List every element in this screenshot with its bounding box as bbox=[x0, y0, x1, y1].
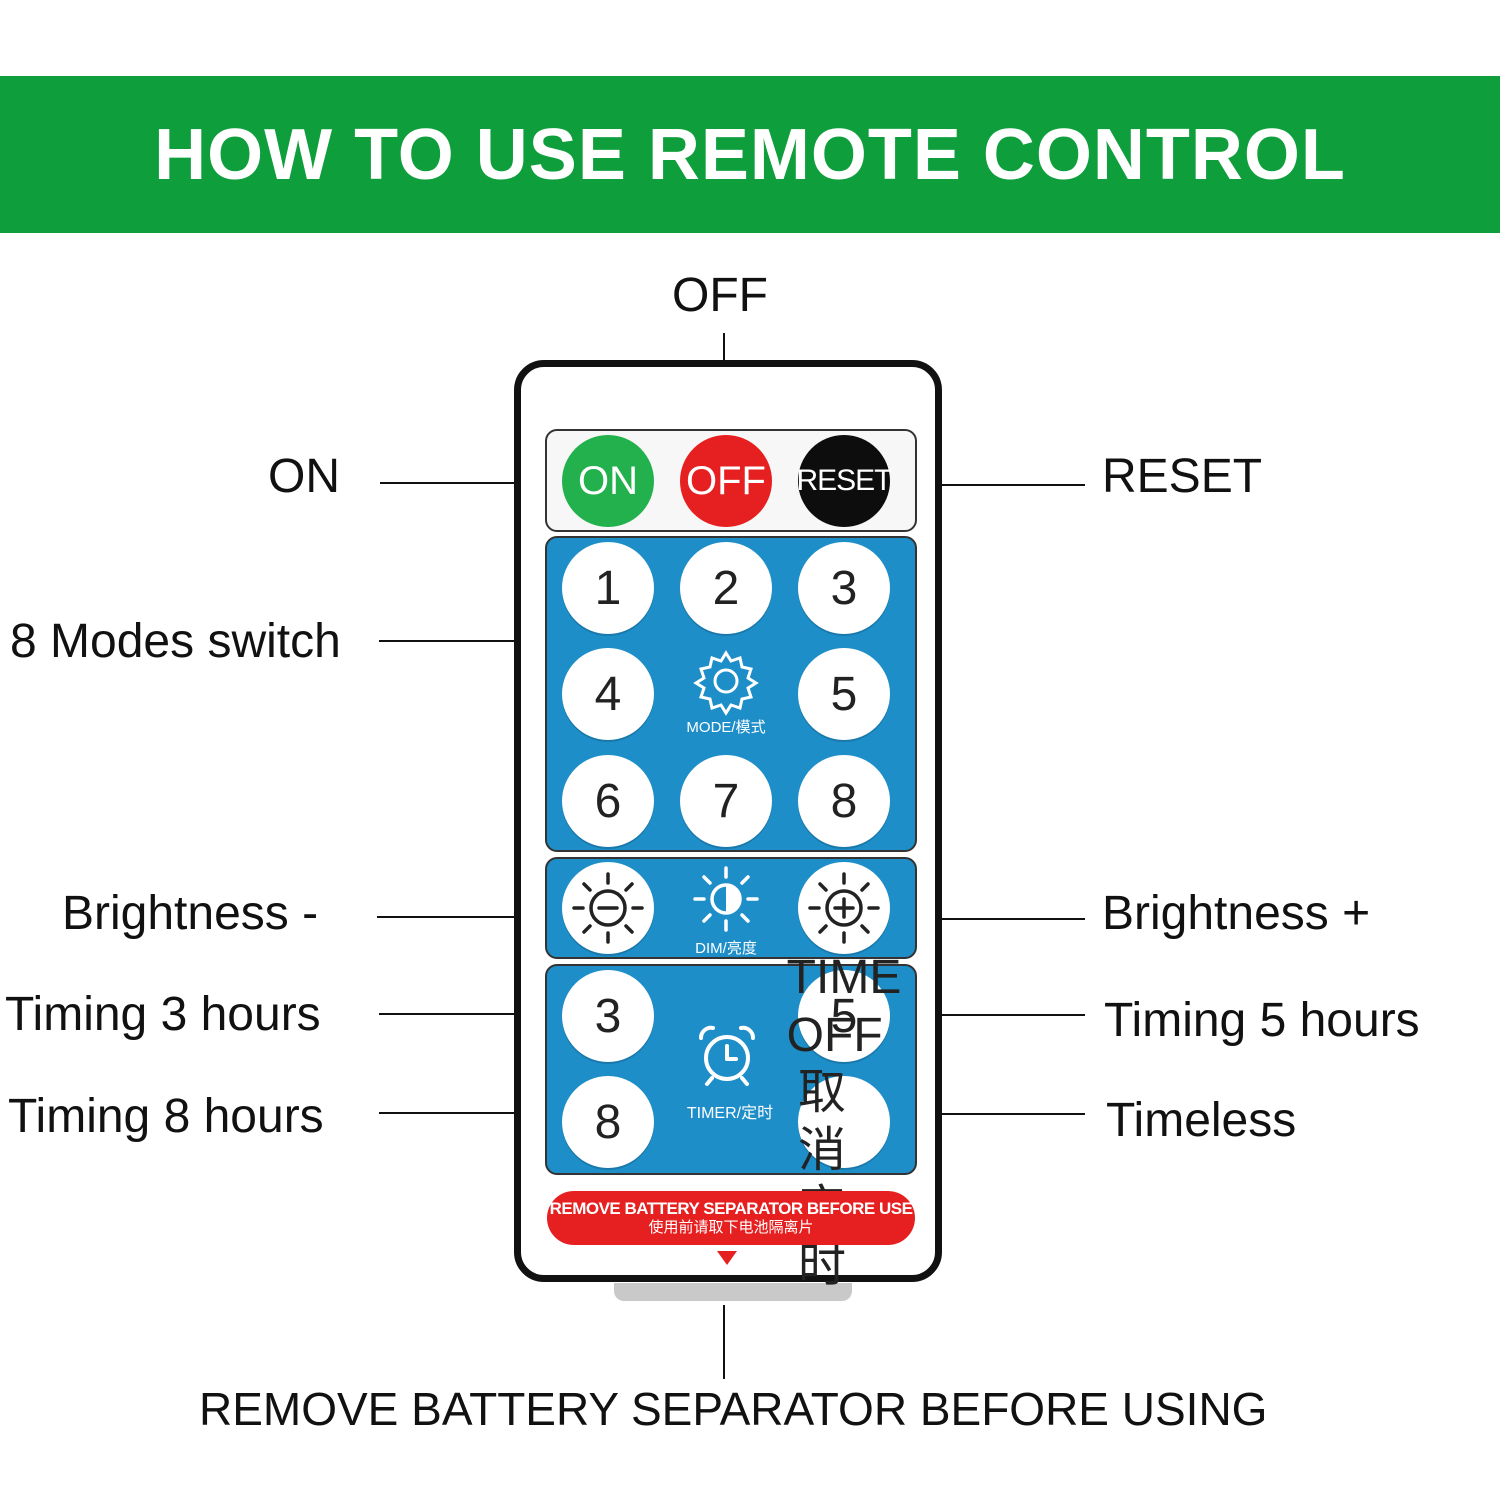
callout-timing-3: Timing 3 hours bbox=[5, 988, 321, 1041]
mode-2-button[interactable]: 2 bbox=[680, 542, 772, 634]
mode-8-button[interactable]: 8 bbox=[798, 755, 890, 847]
banner-title: HOW TO USE REMOTE CONTROL bbox=[154, 114, 1346, 195]
time-off-label: TIME OFF bbox=[786, 951, 902, 1062]
time-off-button[interactable]: TIME OFF 取消定时 bbox=[787, 951, 902, 1292]
callout-timeless: Timeless bbox=[1106, 1094, 1297, 1147]
leader-reset bbox=[915, 484, 1085, 486]
leader-remove-separator bbox=[723, 1305, 725, 1379]
sun-half-icon bbox=[693, 866, 759, 932]
on-button[interactable]: ON bbox=[562, 435, 654, 527]
separator-notice: REMOVE BATTERY SEPARATOR BEFORE USE 使用前请… bbox=[547, 1191, 915, 1245]
time-off-label-cn: 取消定时 bbox=[798, 1066, 847, 1293]
callout-timing-8: Timing 8 hours bbox=[8, 1090, 324, 1143]
mode-3-button[interactable]: 3 bbox=[798, 542, 890, 634]
callout-brightness-minus: Brightness - bbox=[62, 887, 319, 940]
callout-remove-separator: REMOVE BATTERY SEPARATOR BEFORE USING bbox=[199, 1383, 1268, 1435]
leader-on bbox=[380, 482, 547, 484]
leader-brightness-plus bbox=[915, 918, 1085, 920]
sun-minus-icon bbox=[572, 872, 644, 944]
leader-timing-3 bbox=[379, 1013, 547, 1015]
mode-1-button[interactable]: 1 bbox=[562, 542, 654, 634]
mode-5-button[interactable]: 5 bbox=[798, 648, 890, 740]
timer-5-button[interactable]: 5 bbox=[798, 970, 890, 1062]
callout-on: ON bbox=[268, 450, 340, 503]
mode-4-button[interactable]: 4 bbox=[562, 648, 654, 740]
off-button[interactable]: OFF bbox=[680, 435, 772, 527]
title-banner: HOW TO USE REMOTE CONTROL bbox=[0, 76, 1500, 233]
brightness-minus-button[interactable] bbox=[562, 862, 654, 954]
timer-3-button[interactable]: 3 bbox=[562, 970, 654, 1062]
leader-timeless bbox=[915, 1113, 1085, 1115]
mode-label: MODE/模式 bbox=[686, 719, 766, 736]
gear-icon bbox=[693, 650, 759, 716]
leader-timing-5 bbox=[915, 1014, 1085, 1016]
separator-notice-en: REMOVE BATTERY SEPARATOR BEFORE USE bbox=[549, 1198, 913, 1218]
timer-label: TIMER/定时 bbox=[686, 1105, 774, 1122]
leader-timing-8 bbox=[379, 1112, 547, 1114]
sun-plus-icon bbox=[808, 872, 880, 944]
callout-off: OFF bbox=[672, 269, 768, 322]
callout-reset: RESET bbox=[1102, 450, 1263, 503]
mode-6-button[interactable]: 6 bbox=[562, 755, 654, 847]
reset-button[interactable]: RESET bbox=[796, 435, 893, 527]
callout-brightness-plus: Brightness + bbox=[1102, 887, 1371, 940]
leader-brightness-minus bbox=[377, 916, 547, 918]
brightness-plus-button[interactable] bbox=[798, 862, 890, 954]
battery-separator-tab[interactable] bbox=[614, 1283, 852, 1301]
alarm-clock-icon bbox=[699, 1025, 755, 1086]
timer-8-button[interactable]: 8 bbox=[562, 1076, 654, 1168]
arrow-down-icon bbox=[717, 1251, 737, 1265]
leader-modes bbox=[379, 640, 546, 642]
callout-modes: 8 Modes switch bbox=[10, 615, 341, 668]
mode-7-button[interactable]: 7 bbox=[680, 755, 772, 847]
dim-label: DIM/亮度 bbox=[695, 940, 757, 957]
separator-notice-cn: 使用前请取下电池隔离片 bbox=[648, 1219, 814, 1237]
callout-timing-5: Timing 5 hours bbox=[1104, 994, 1420, 1047]
